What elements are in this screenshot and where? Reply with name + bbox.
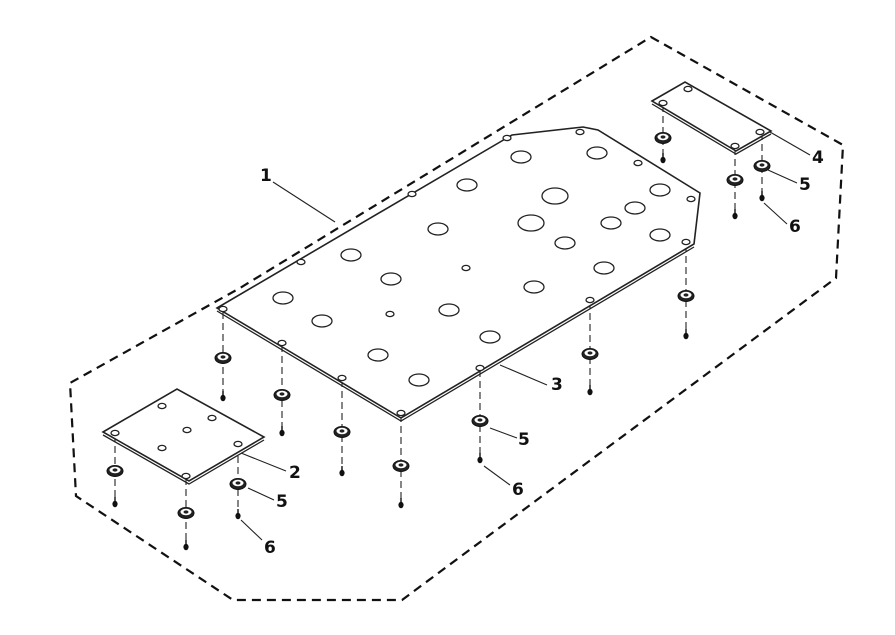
washer: [654, 132, 672, 144]
screw: [220, 391, 226, 402]
washer: [726, 174, 744, 186]
callout-1: 1: [260, 166, 272, 186]
callout-6-left: 6: [264, 538, 276, 558]
callout-6-center: 6: [512, 480, 524, 500]
screw: [759, 191, 765, 202]
screw: [235, 509, 241, 520]
washer: [229, 478, 247, 490]
screw: [683, 329, 689, 340]
callout-5-left: 5: [276, 492, 288, 512]
screw: [660, 153, 666, 164]
screw: [339, 466, 345, 477]
washer: [333, 426, 351, 438]
washer: [581, 348, 599, 360]
callout-2: 2: [289, 463, 301, 483]
washer: [677, 290, 695, 302]
plate-holes: [218, 128, 696, 417]
callout-labels: 1 2 3 4 5 5 5 6 6 6: [260, 148, 824, 558]
screw: [398, 498, 404, 509]
washers: [106, 132, 771, 519]
washer: [392, 460, 410, 472]
screws: [112, 153, 765, 551]
washer: [753, 160, 771, 172]
screw: [279, 426, 285, 437]
main-plate: [215, 126, 701, 422]
callout-4: 4: [812, 148, 824, 168]
screw: [183, 540, 189, 551]
callout-3: 3: [551, 375, 563, 395]
washer: [471, 415, 489, 427]
callout-5-right: 5: [799, 175, 811, 195]
screw: [587, 385, 593, 396]
callout-5-center: 5: [518, 430, 530, 450]
washer: [177, 507, 195, 519]
screw: [477, 453, 483, 464]
callout-6-right: 6: [789, 217, 801, 237]
small-plate-left: [101, 388, 266, 485]
washer: [214, 352, 232, 364]
washer: [106, 465, 124, 477]
leader-lines: [240, 131, 811, 541]
screw: [112, 497, 118, 508]
washer: [273, 389, 291, 401]
small-plate-right: [650, 81, 773, 155]
screw: [732, 209, 738, 220]
